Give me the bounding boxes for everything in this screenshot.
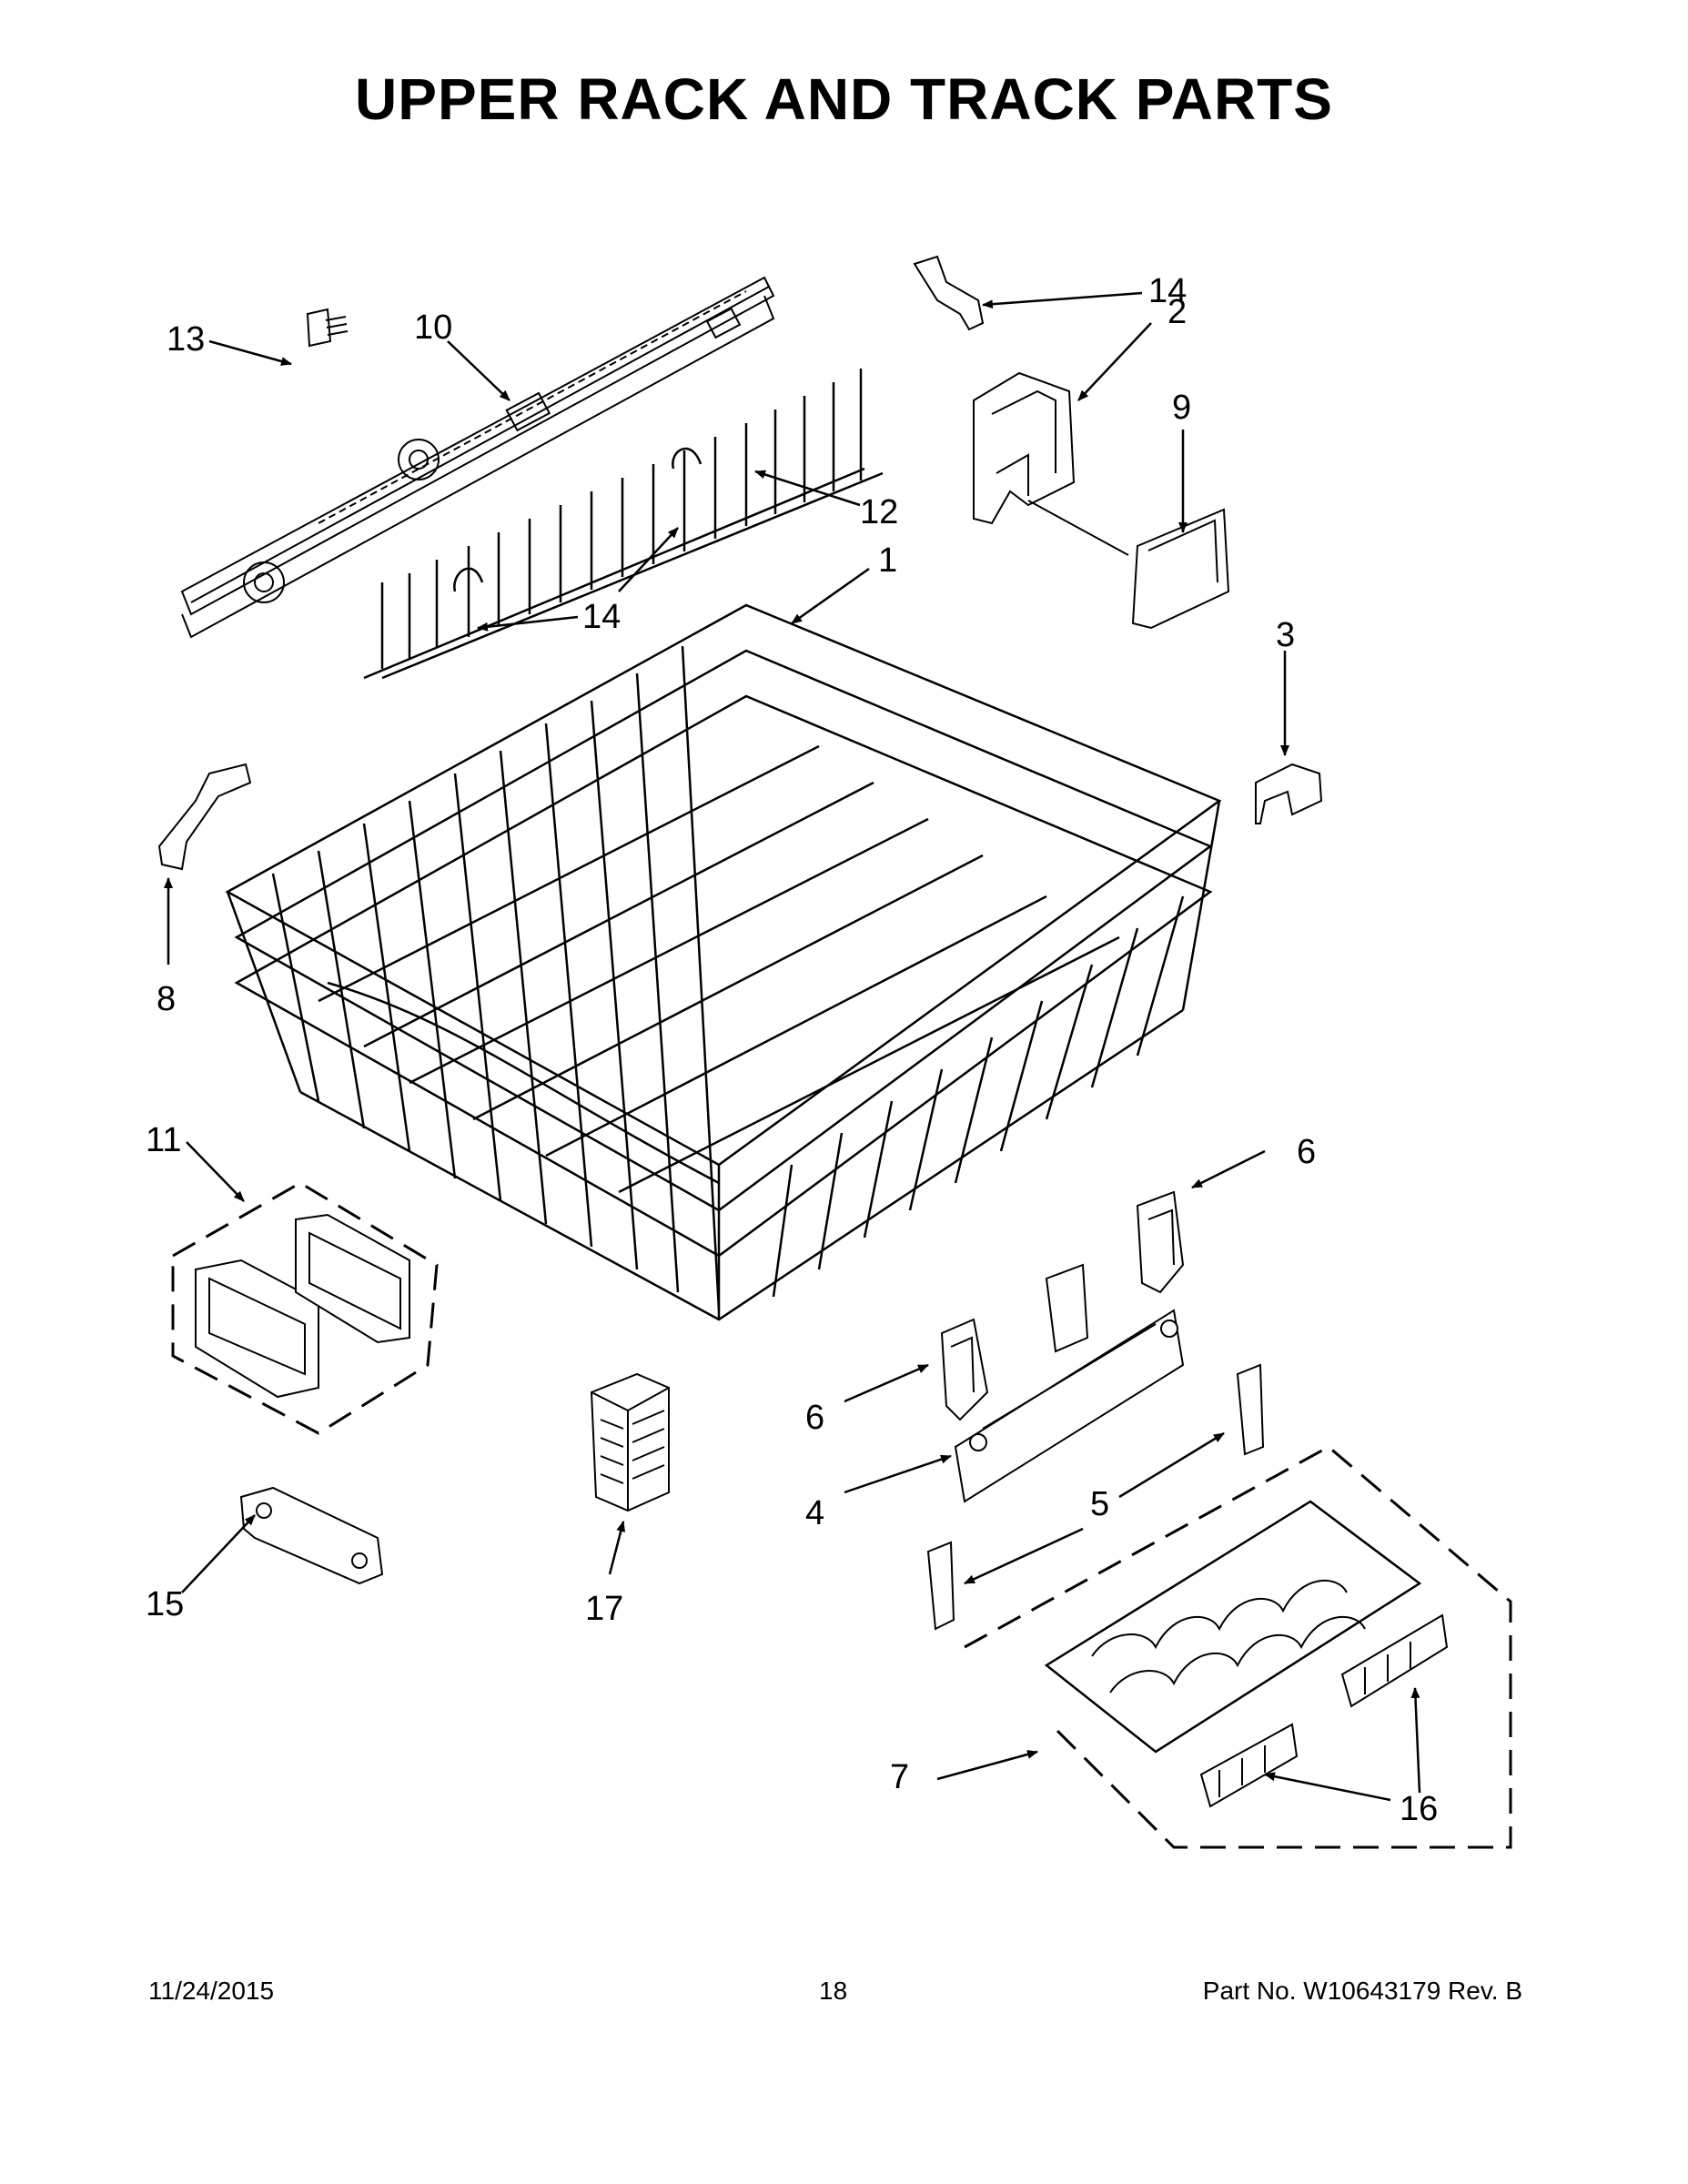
utensil-basket: [590, 1372, 670, 1512]
footer-part-number: Part No. W10643179 Rev. B: [1202, 1977, 1522, 2005]
rail-clip-upper: [1136, 1190, 1185, 1294]
callout-14-middle: 14: [582, 598, 621, 636]
hook: [157, 763, 252, 871]
callout-15: 15: [146, 1585, 184, 1623]
tine-row: [363, 369, 884, 680]
track-rail: [180, 276, 775, 639]
page-title: UPPER RACK AND TRACK PARTS: [355, 66, 1333, 132]
latch: [239, 1486, 384, 1585]
callout-5: 5: [1090, 1485, 1109, 1523]
callout-10: 10: [414, 308, 452, 347]
callout-13: 13: [167, 320, 205, 359]
cup-shelf-group: [964, 1445, 1512, 1849]
footer-page-number: 18: [819, 1977, 848, 2005]
callout-6-upper: 6: [1297, 1133, 1316, 1171]
callout-9: 9: [1172, 389, 1191, 427]
callout-16: 16: [1400, 1790, 1438, 1828]
callout-17: 17: [585, 1590, 623, 1628]
slider-right: [1236, 1363, 1265, 1456]
callout-12: 12: [860, 493, 898, 531]
callout-11: 11: [146, 1121, 181, 1159]
clip-top: [913, 255, 985, 331]
insert-group: [171, 1181, 439, 1435]
footer-date: 11/24/2015: [148, 1977, 275, 2005]
callout-8: 8: [157, 980, 176, 1018]
callout-6-lower: 6: [805, 1399, 824, 1437]
screw: [306, 308, 349, 348]
callout-1: 1: [878, 541, 897, 580]
rail-clip-lower: [940, 1318, 989, 1421]
callout-14-top: 14: [1148, 272, 1187, 310]
callout-4: 4: [805, 1494, 824, 1532]
shelf-bracket-right: [1340, 1613, 1449, 1708]
shelf-bracket-left: [1199, 1723, 1299, 1808]
callout-3: 3: [1276, 616, 1295, 654]
callout-2: 2: [1167, 293, 1187, 331]
adjuster-assembly: [954, 1263, 1185, 1503]
callout-labels: 1 2 3 4 5 6 6 7 8 9 10 11 12 13 14 14 15…: [146, 272, 1438, 1828]
leader-arrows: [164, 291, 1421, 1802]
small-clip: [1255, 763, 1323, 824]
bracket: [973, 371, 1076, 525]
upper-rack-basket: [225, 603, 1222, 1321]
cover: [1027, 500, 1230, 630]
slider-left: [926, 1541, 955, 1631]
callout-7: 7: [890, 1758, 909, 1796]
